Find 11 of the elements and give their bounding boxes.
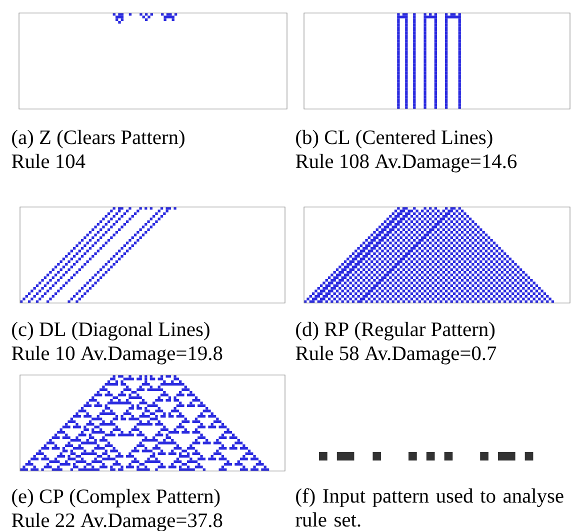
caption: (c) DL (Diagonal Lines): [12, 322, 210, 340]
caption: Rule 108 Av.Damage=14.6: [296, 154, 517, 172]
caption: (d) RP (Regular Pattern): [296, 322, 495, 340]
caption: (a) Z (Clears Pattern): [12, 130, 184, 148]
caption: (b) CL (Centered Lines): [296, 130, 492, 148]
caption: (e) CP (Complex Pattern): [12, 488, 220, 508]
caption: Rule 58 Av.Damage=0.7: [296, 346, 496, 364]
caption: Rule 104: [12, 154, 86, 168]
caption: Rule 10 Av.Damage=19.8: [12, 346, 222, 364]
caption: Rule 22 Av.Damage=37.8: [12, 512, 222, 531]
caption: (f) Input pattern used to analyse rule set.: [296, 488, 564, 527]
